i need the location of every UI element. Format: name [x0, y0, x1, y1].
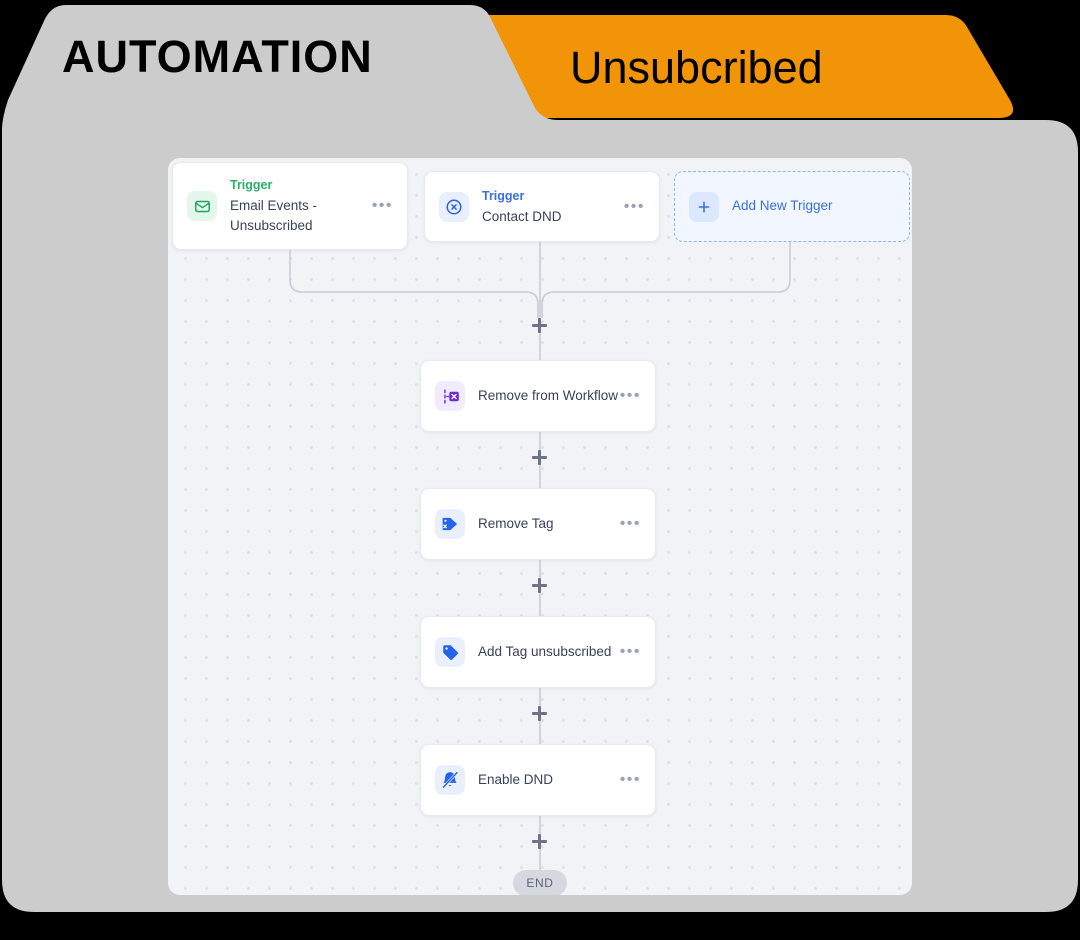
action-title: Enable DND	[478, 771, 554, 787]
wire-trigger-1	[289, 250, 539, 318]
tag-icon	[435, 637, 465, 667]
circle-x-icon	[439, 191, 469, 222]
action-title: Add Tag unsubscribed	[478, 643, 612, 659]
action-card-enable-dnd[interactable]: Enable DND •••	[420, 744, 656, 816]
add-new-trigger-button[interactable]: Add New Trigger	[674, 171, 910, 242]
node-menu-button[interactable]: •••	[619, 387, 641, 404]
trigger-card-contact-dnd[interactable]: Trigger Contact DND •••	[424, 171, 660, 242]
action-card-text: Remove Tag	[478, 514, 620, 534]
action-card-remove-tag[interactable]: Remove Tag •••	[420, 488, 656, 560]
node-menu-button[interactable]: •••	[619, 771, 641, 788]
add-step-button[interactable]	[532, 834, 547, 849]
envelope-icon	[187, 191, 217, 221]
wire-trigger-3	[541, 242, 791, 318]
add-step-button[interactable]	[532, 318, 547, 333]
workflow-canvas[interactable]: Trigger Email Events - Unsubscribed ••• …	[168, 158, 912, 895]
plus-icon	[689, 191, 719, 222]
action-card-remove-from-workflow[interactable]: Remove from Workflow •••	[420, 360, 656, 432]
status-badge: Unsubcribed	[570, 42, 823, 93]
tag-remove-icon	[435, 509, 465, 539]
trigger-kicker: Trigger	[230, 178, 273, 193]
add-trigger-text: Add New Trigger	[732, 196, 909, 216]
add-step-button[interactable]	[532, 578, 547, 593]
trigger-card-text: Trigger Contact DND	[482, 186, 624, 227]
end-node-label: END	[526, 876, 554, 890]
node-menu-button[interactable]: •••	[623, 197, 645, 215]
add-trigger-label: Add New Trigger	[732, 198, 833, 214]
add-step-button[interactable]	[532, 450, 547, 465]
status-banner-shape	[438, 15, 1014, 118]
trigger-card-text: Trigger Email Events - Unsubscribed	[230, 175, 372, 236]
node-menu-button[interactable]: •••	[619, 515, 641, 532]
action-title: Remove Tag	[478, 515, 554, 531]
remove-from-workflow-icon	[435, 381, 465, 411]
bell-slash-icon	[435, 765, 465, 795]
action-card-add-tag[interactable]: Add Tag unsubscribed •••	[420, 616, 656, 688]
node-menu-button[interactable]: •••	[619, 643, 641, 660]
trigger-title: Contact DND	[482, 208, 562, 224]
trigger-kicker: Trigger	[482, 189, 525, 204]
action-card-text: Add Tag unsubscribed	[478, 642, 620, 662]
node-menu-button[interactable]: •••	[371, 197, 393, 214]
page-title: AUTOMATION	[62, 31, 373, 82]
action-card-text: Enable DND	[478, 770, 620, 790]
action-title: Remove from Workflow	[478, 387, 619, 403]
action-card-text: Remove from Workflow	[478, 386, 620, 406]
end-node: END	[513, 870, 567, 895]
add-step-button[interactable]	[532, 706, 547, 721]
trigger-title: Email Events - Unsubscribed	[230, 197, 318, 234]
trigger-card-email-events[interactable]: Trigger Email Events - Unsubscribed •••	[172, 162, 408, 250]
